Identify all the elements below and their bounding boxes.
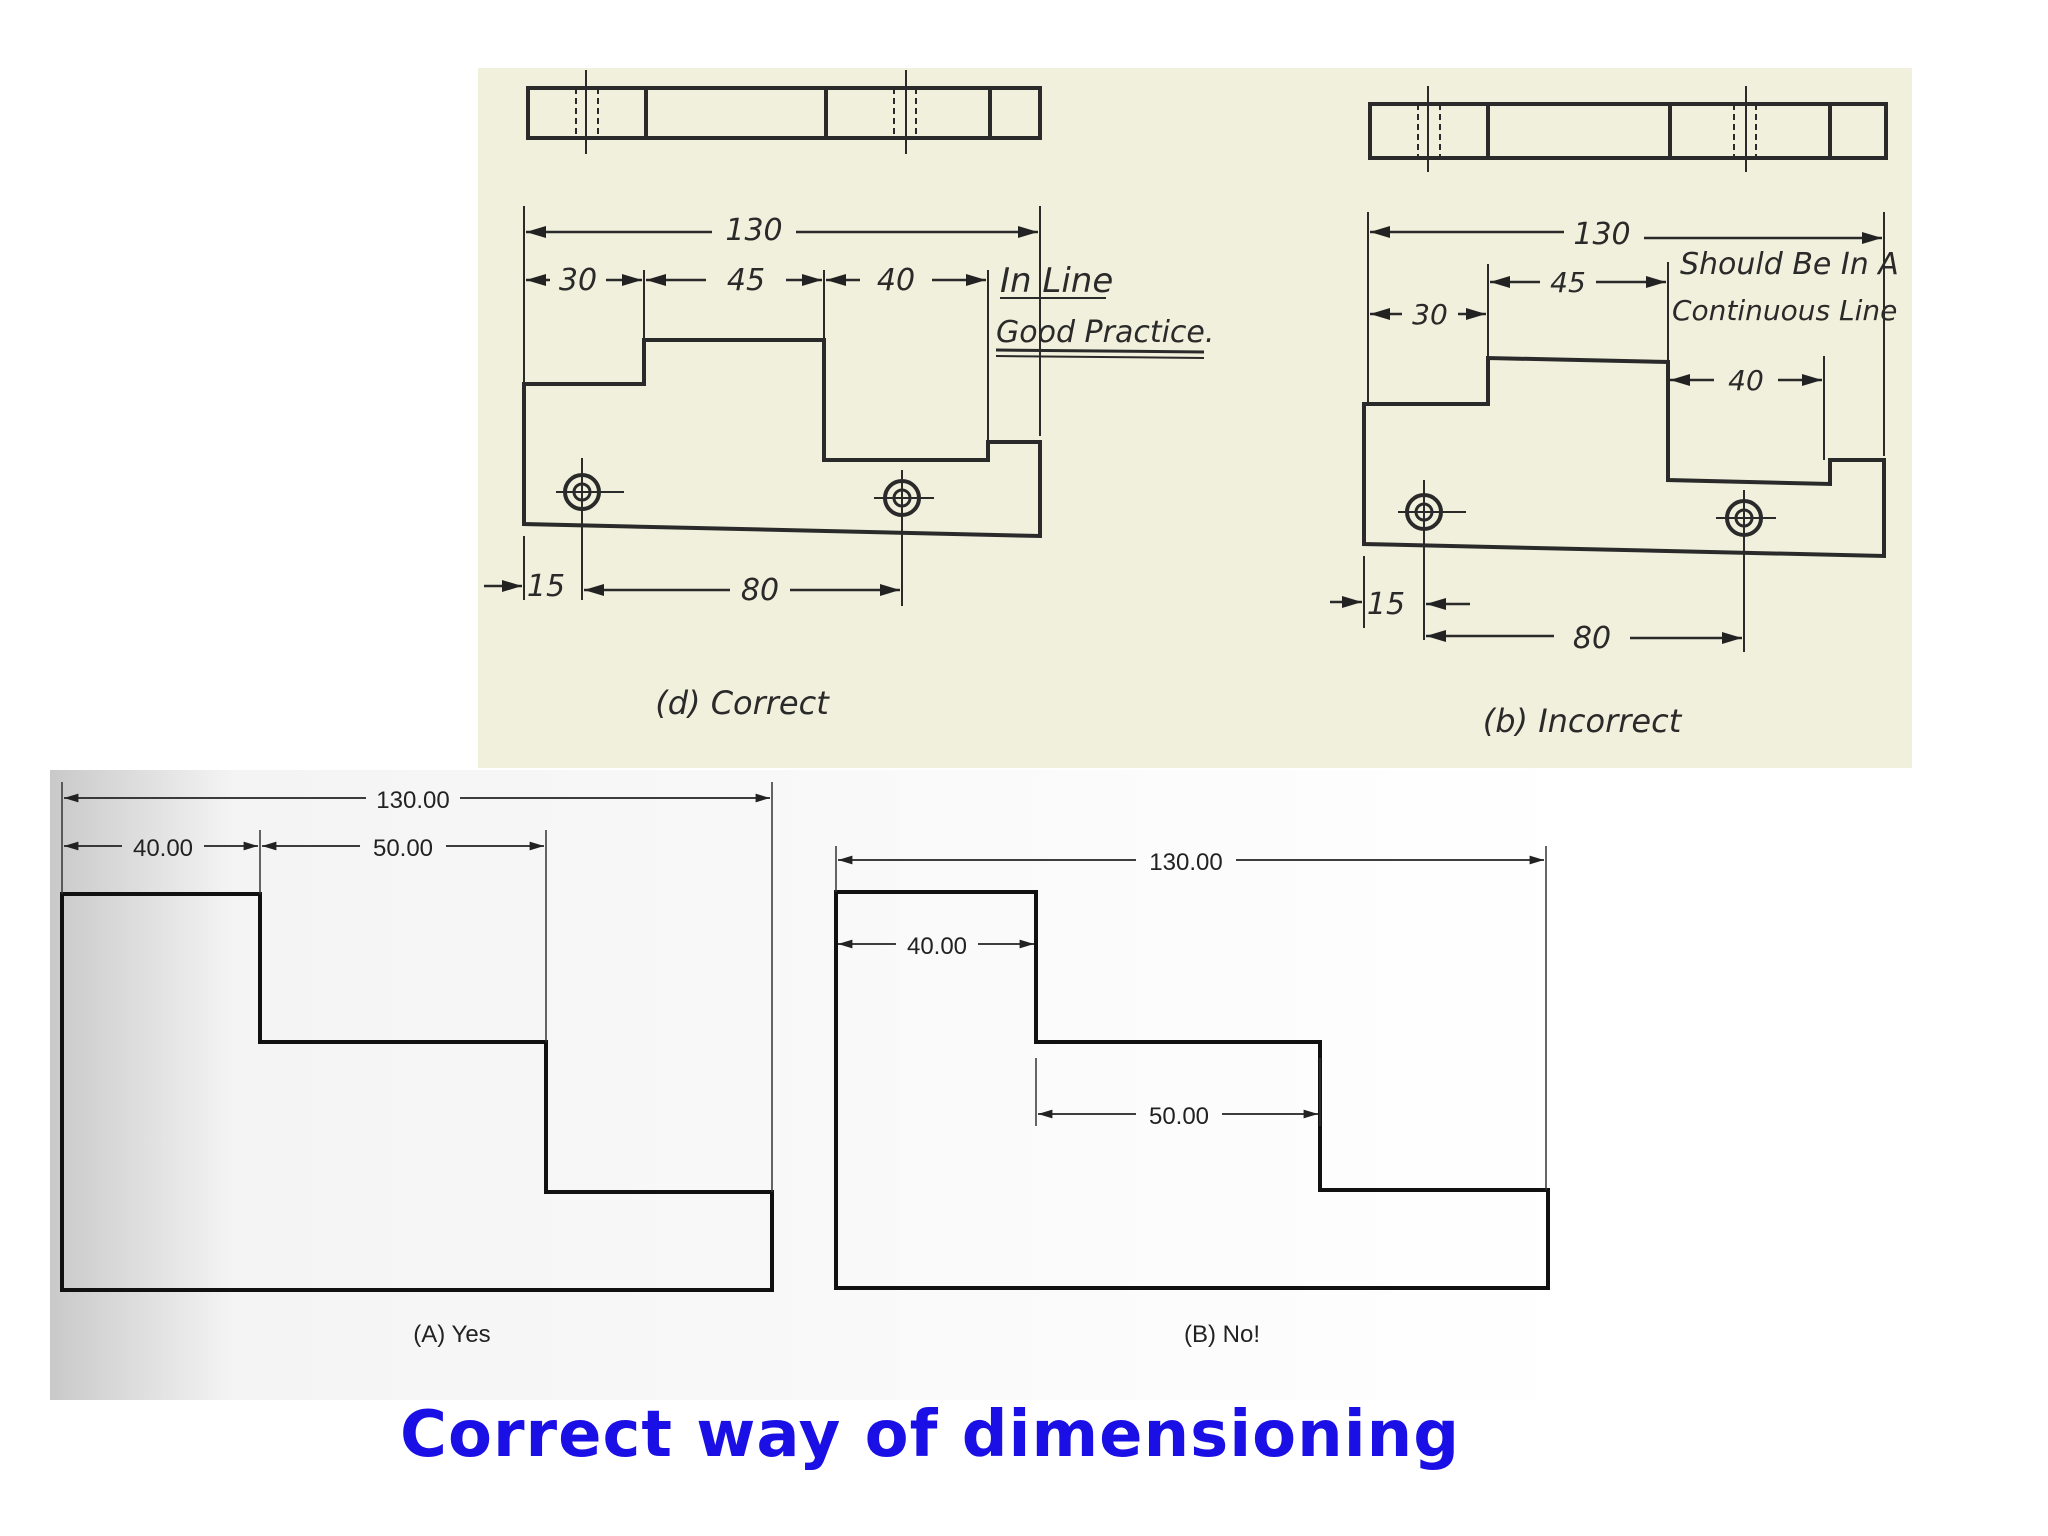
dim-130-yes: 130.00 [376, 787, 449, 814]
extension-lines-no [835, 846, 1547, 1190]
dim-80-incorrect: 80 [1573, 621, 1611, 656]
dim-80-correct: 80 [741, 573, 779, 608]
bottom-panel-background [50, 770, 1580, 1400]
drawing-yes: 130.00 40.00 50.00 (A) Yes [60, 782, 774, 1348]
dim-15-incorrect: 15 [1367, 587, 1405, 622]
note-should-be: Should Be In A [1680, 247, 1899, 282]
drawing-incorrect [1330, 86, 1888, 652]
dim-lines-incorrect [1330, 226, 1882, 644]
note-continuous-line: Continuous Line [1672, 294, 1897, 327]
bottom-panel: 130.00 40.00 50.00 (A) Yes 130.00 [50, 770, 1580, 1400]
dim-lines-yes [64, 793, 770, 851]
dim-45-correct: 45 [727, 263, 765, 298]
dim-40-correct: 40 [877, 263, 915, 298]
dim-40-incorrect: 40 [1728, 364, 1764, 397]
drawing-no: 130.00 40.00 50.00 (B) No! [834, 846, 1550, 1348]
dim-lines-no [838, 855, 1544, 1119]
dim-overall-incorrect: 130 [1573, 217, 1630, 252]
dim-texts-correct: 130 30 45 40 15 80 In Line Good Practice… [527, 213, 1215, 722]
dim-30-incorrect: 30 [1412, 298, 1448, 331]
note-underline-2 [995, 348, 1205, 354]
footer-title: Correct way of dimensioning [400, 1398, 1460, 1472]
dim-30-correct: 30 [559, 263, 597, 298]
hole-right-incorrect [1716, 490, 1776, 652]
extension-lines-correct [523, 206, 1041, 600]
note-underline-3 [995, 355, 1205, 359]
note-good-practice: Good Practice. [996, 315, 1214, 350]
part-outline-no [834, 890, 1550, 1290]
dim-50-yes: 50.00 [373, 835, 433, 862]
top-view-bar-incorrect [1368, 86, 1888, 172]
hole-right-correct [874, 470, 934, 606]
top-view-bar-correct [526, 70, 1042, 154]
dim-lines-correct [484, 226, 1038, 596]
dim-130-no: 130.00 [1149, 849, 1222, 876]
dim-texts-incorrect: 130 30 45 40 15 80 Should Be In A Contin… [1367, 217, 1899, 740]
part-outline-yes [60, 892, 774, 1292]
dim-50-no: 50.00 [1149, 1103, 1209, 1130]
part-outline-correct [522, 338, 1042, 539]
hole-left-correct [556, 458, 624, 528]
dim-overall-correct: 130 [725, 213, 782, 248]
drawing-correct [484, 70, 1042, 606]
caption-incorrect: (b) Incorrect [1483, 702, 1683, 740]
extension-lines-incorrect [1363, 212, 1885, 628]
caption-yes: (A) Yes [413, 1321, 490, 1348]
top-panel-background [478, 68, 1912, 768]
note-in-line: In Line [1000, 261, 1113, 301]
top-panel: 130 30 45 40 15 80 In Line Good Practice… [478, 68, 1912, 768]
part-outline-incorrect [1362, 355, 1886, 559]
hole-left-incorrect [1398, 480, 1466, 640]
extension-lines-yes [61, 782, 773, 1192]
dim-40-yes: 40.00 [133, 835, 193, 862]
dim-40-no: 40.00 [907, 933, 967, 960]
dim-15-correct: 15 [527, 569, 565, 604]
caption-correct: (d) Correct [655, 684, 830, 722]
caption-no: (B) No! [1184, 1321, 1260, 1348]
dim-45-incorrect: 45 [1550, 266, 1586, 299]
